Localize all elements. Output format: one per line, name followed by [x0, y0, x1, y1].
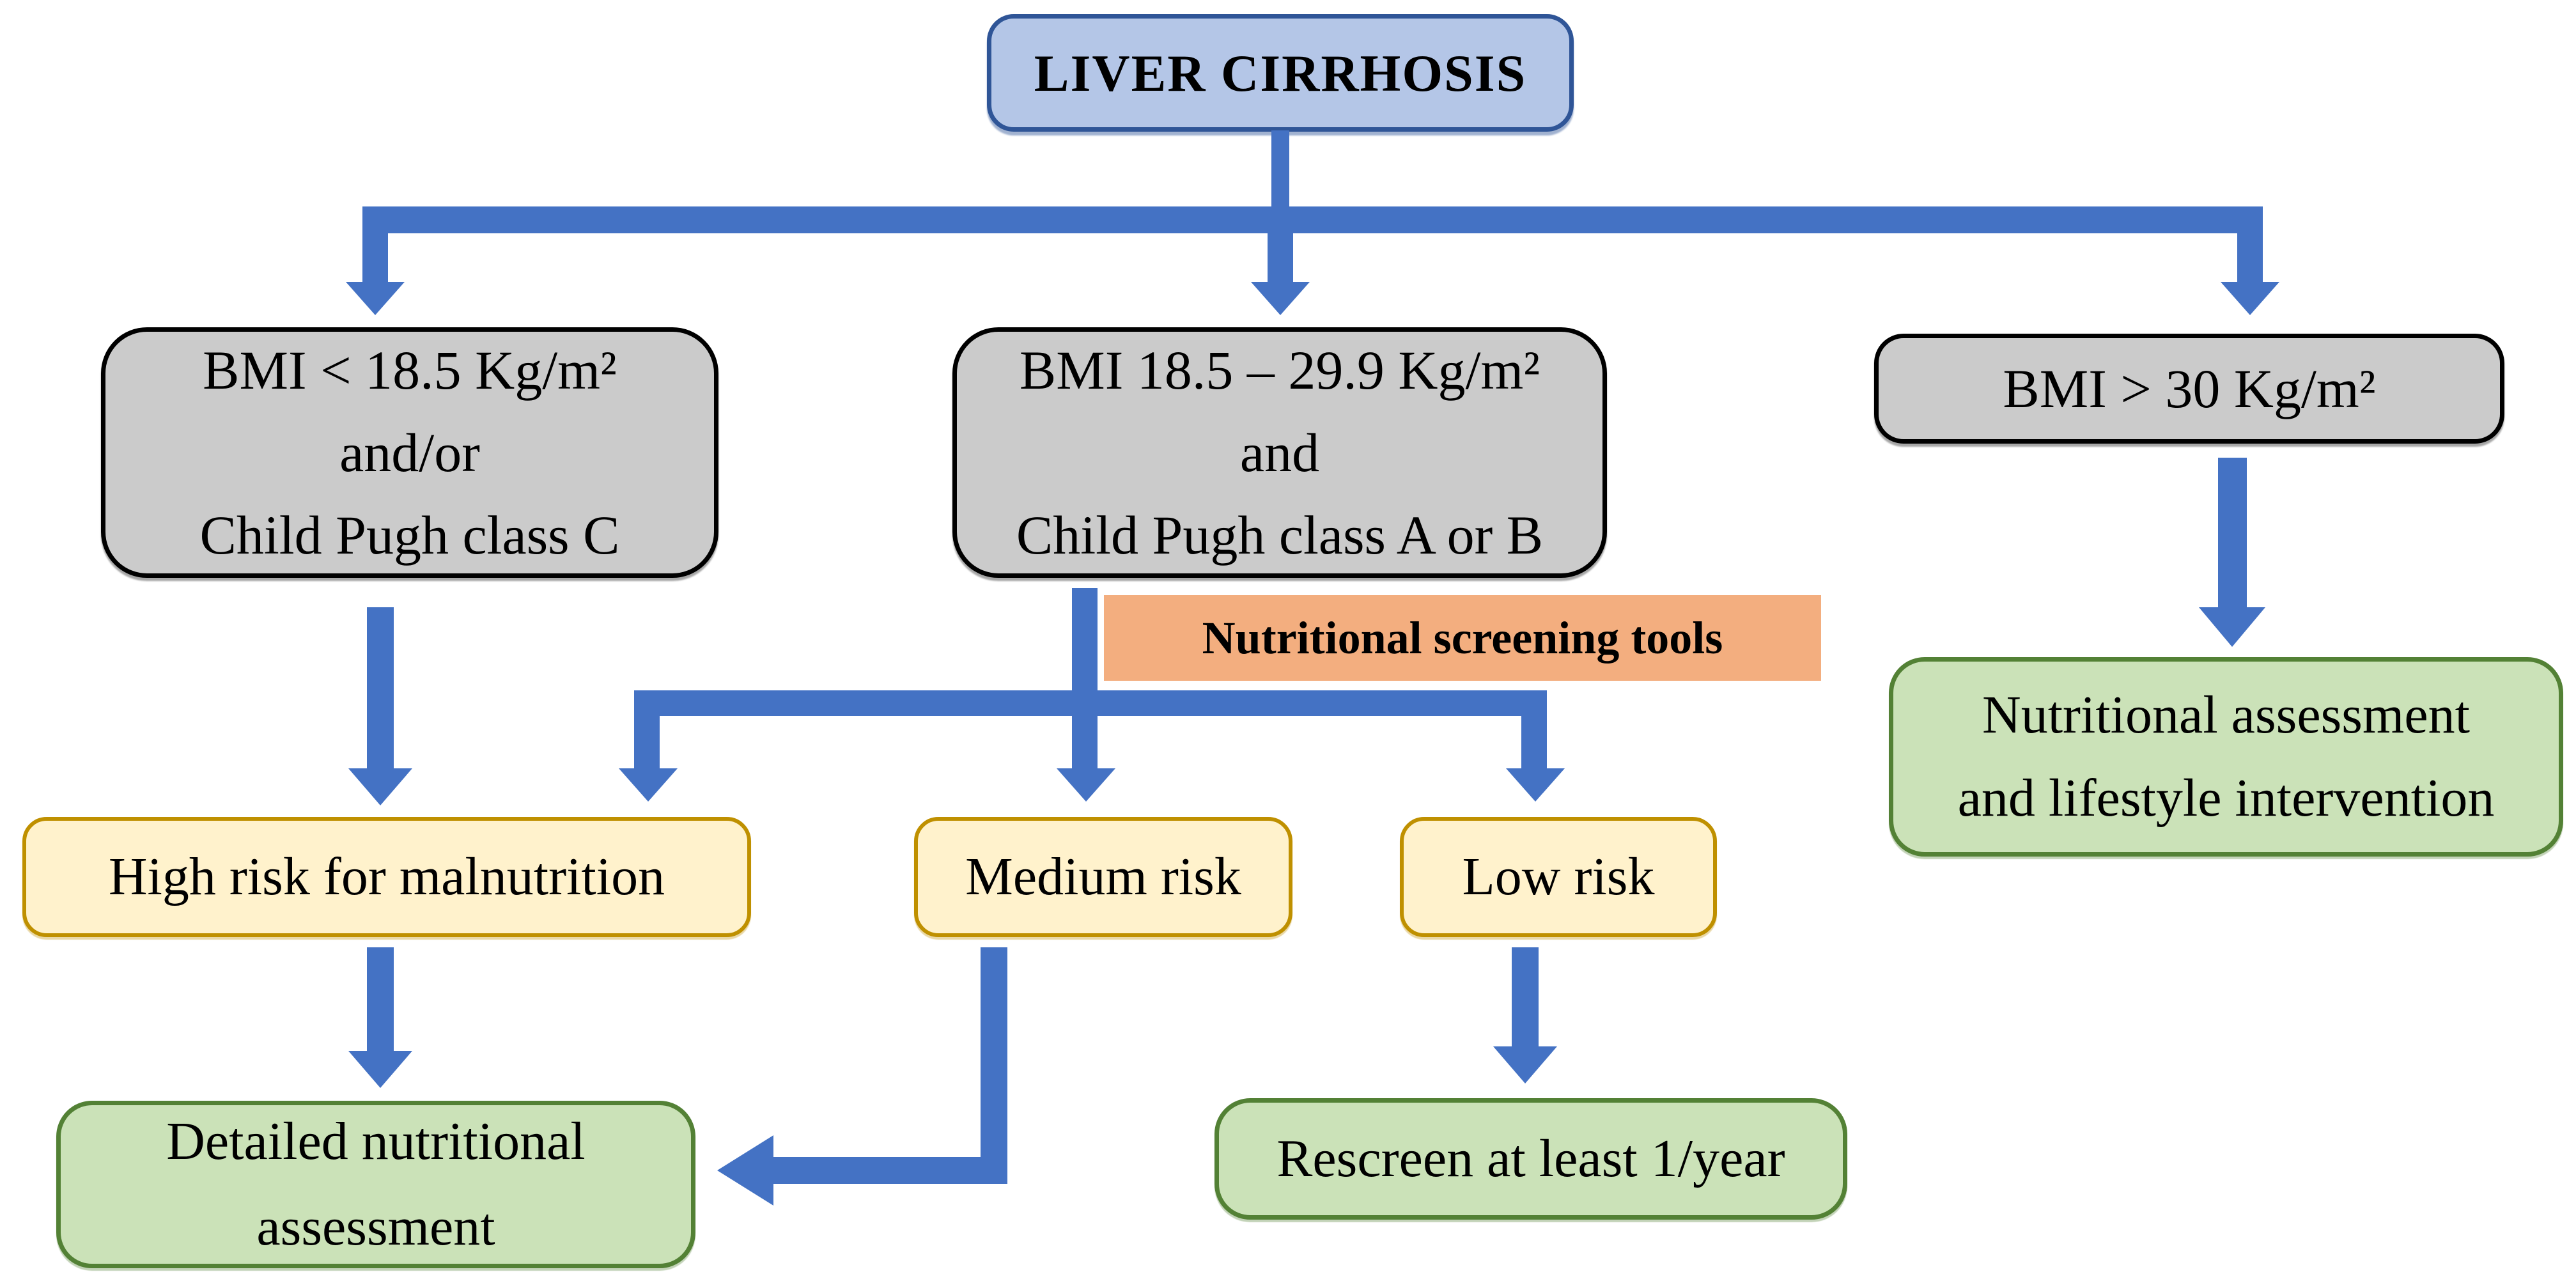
arrowhead-screening-to-low-risk — [1506, 768, 1565, 802]
node-rescreen: Rescreen at least 1/year — [1214, 1098, 1847, 1220]
arrowhead-to-lifestyle — [2199, 607, 2265, 647]
node-rescreen-label: Rescreen at least 1/year — [1276, 1129, 1785, 1189]
connector-root-drop-center — [1268, 232, 1293, 283]
connector-screening-drop-right — [1521, 715, 1547, 770]
node-bmi-normal-line1: BMI 18.5 – 29.9 Kg/m² — [1019, 339, 1540, 401]
node-detailed-line2: assessment — [256, 1197, 495, 1257]
node-bmi-underweight-line2: and/or — [339, 421, 480, 483]
connector-bmi-obese-to-lifestyle — [2218, 458, 2247, 609]
connector-screening-drop-left — [634, 715, 660, 770]
node-bmi-underweight-line1: BMI < 18.5 Kg/m² — [203, 339, 617, 401]
node-detailed-line1: Detailed nutritional — [166, 1111, 586, 1171]
node-bmi-obese-label: BMI > 30 Kg/m² — [2003, 357, 2376, 419]
connector-low-risk-to-rescreen — [1512, 947, 1539, 1048]
connector-bmi-low-to-high-risk — [367, 607, 394, 770]
arrowhead-to-rescreen — [1493, 1046, 1557, 1083]
arrowhead-to-bmi-mid — [1251, 282, 1310, 315]
node-lifestyle-intervention: Nutritional assessment and lifestyle int… — [1889, 657, 2563, 857]
connector-root-bar — [362, 206, 2263, 233]
node-lifestyle-line2: and lifestyle intervention — [1957, 768, 2495, 828]
node-bmi-underweight: BMI < 18.5 Kg/m² and/or Child Pugh class… — [101, 327, 718, 578]
node-bmi-normal-overweight: BMI 18.5 – 29.9 Kg/m² and Child Pugh cla… — [952, 327, 1607, 578]
connector-root-stem — [1271, 130, 1289, 208]
node-detailed-assessment: Detailed nutritional assessment — [56, 1101, 695, 1268]
connector-screening-drop-center — [1072, 715, 1098, 770]
node-bmi-normal-line2: and — [1239, 421, 1320, 483]
arrowhead-screening-to-medium-risk — [1057, 768, 1115, 802]
connector-medium-risk-vertical — [981, 947, 1007, 1184]
node-lifestyle-line1: Nutritional assessment — [1982, 685, 2470, 745]
arrowhead-to-bmi-high — [2221, 282, 2279, 315]
node-liver-cirrhosis-label: LIVER CIRRHOSIS — [1034, 43, 1527, 102]
label-screening-tools-text: Nutritional screening tools — [1202, 612, 1723, 664]
node-bmi-obese: BMI > 30 Kg/m² — [1874, 334, 2504, 444]
node-bmi-underweight-line3: Child Pugh class C — [199, 504, 620, 566]
node-liver-cirrhosis: LIVER CIRRHOSIS — [987, 14, 1574, 132]
connector-medium-risk-horizontal — [773, 1157, 1007, 1184]
arrowhead-to-bmi-low — [346, 282, 405, 315]
node-high-risk-label: High risk for malnutrition — [108, 847, 665, 906]
arrowhead-to-high-risk — [348, 768, 412, 805]
node-high-risk: High risk for malnutrition — [22, 817, 751, 937]
connector-screening-bar — [634, 690, 1547, 716]
arrowhead-to-detailed — [348, 1051, 412, 1088]
arrowhead-medium-to-detailed — [717, 1135, 773, 1206]
node-medium-risk: Medium risk — [914, 817, 1292, 937]
node-low-risk-label: Low risk — [1462, 847, 1655, 906]
arrowhead-screening-to-high-risk — [619, 768, 678, 802]
connector-root-drop-left — [362, 232, 388, 283]
node-medium-risk-label: Medium risk — [965, 847, 1241, 906]
node-bmi-normal-line3: Child Pugh class A or B — [1016, 504, 1544, 566]
connector-high-risk-to-detailed — [367, 947, 394, 1052]
node-low-risk: Low risk — [1400, 817, 1717, 937]
connector-root-drop-right — [2237, 232, 2263, 283]
connector-bmi-mid-stem — [1072, 588, 1098, 691]
label-screening-tools: Nutritional screening tools — [1104, 595, 1821, 681]
